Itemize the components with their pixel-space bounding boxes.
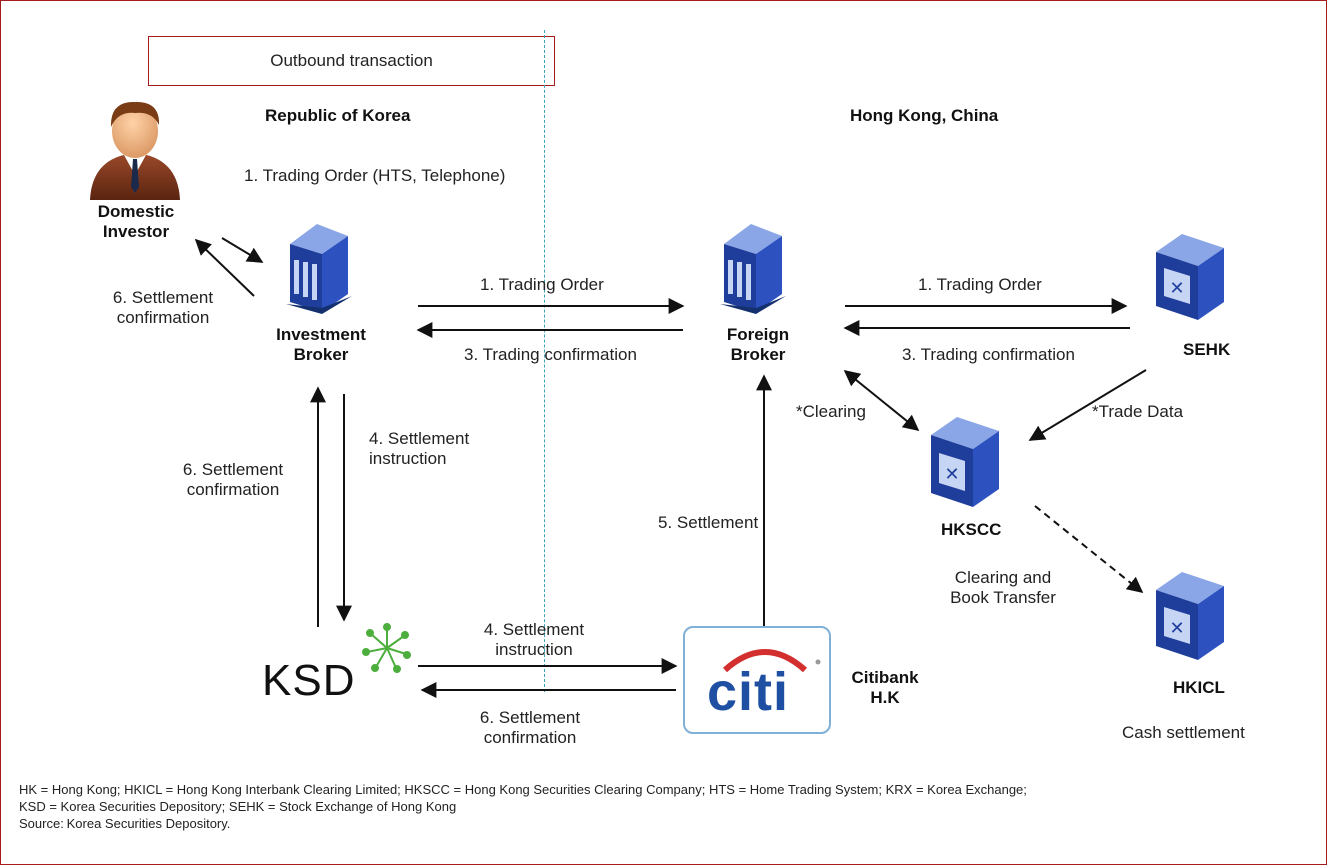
label-trading-confirmation-fb-ib: 3. Trading confirmation (464, 345, 637, 364)
label-trading-confirmation-sehk-fb: 3. Trading confirmation (902, 345, 1075, 364)
label-trading-order-ib-fb: 1. Trading Order (480, 275, 604, 294)
outbound-transaction-box: Outbound transaction (148, 36, 555, 86)
hkicl-exchange-icon: ✕ (1156, 572, 1224, 660)
businessman-icon (90, 101, 180, 200)
label-settlement-citi-fb: 5. Settlement (658, 513, 759, 532)
svg-text:✕: ✕ (1169, 618, 1184, 639)
source-text: Korea Securities Depository. (66, 816, 231, 831)
footer-notes: HK = Hong Kong; HKICL = Hong Kong Interb… (19, 781, 1319, 832)
svg-text:✕: ✕ (1169, 278, 1184, 299)
label-trading-order-fb-sehk: 1. Trading Order (918, 275, 1042, 294)
hkscc-label: HKSCC (941, 520, 1002, 539)
border-divider (544, 30, 545, 692)
foreign-broker-bank-icon (720, 224, 786, 314)
svg-text:✕: ✕ (944, 464, 959, 485)
outbound-transaction-label: Outbound transaction (270, 51, 433, 70)
hkicl-label: HKICL (1173, 678, 1225, 697)
arrow-hkscc-to-hkicl (1034, 505, 1144, 594)
sehk-exchange-icon: ✕ (1156, 234, 1224, 320)
citi-logo-box: citi (683, 626, 831, 734)
citi-arc-icon (722, 649, 821, 673)
investment-broker-bank-icon (286, 224, 352, 314)
abbreviations-line-1: HK = Hong Kong; HKICL = Hong Kong Interb… (19, 782, 1027, 797)
ksd-logo-text: KSD (262, 656, 356, 705)
source-line: Source: Korea Securities Depository. (19, 815, 1319, 832)
hkscc-exchange-icon: ✕ (931, 417, 999, 507)
arrow-investor-to-ib (221, 237, 264, 263)
ksd-logo-burst-icon (362, 623, 411, 673)
label-cash-settlement: Cash settlement (1122, 723, 1245, 742)
abbreviations-line-2: KSD = Korea Securities Depository; SEHK … (19, 799, 457, 814)
label-trading-order-hts: 1. Trading Order (HTS, Telephone) (244, 166, 506, 185)
label-trade-data: *Trade Data (1092, 402, 1184, 421)
citi-logo-text: citi (707, 662, 790, 722)
arrow-sehk-to-hkscc (1028, 369, 1147, 441)
arrow-ib-to-investor (194, 238, 255, 297)
region-korea: Republic of Korea (265, 106, 411, 125)
region-hong-kong: Hong Kong, China (850, 106, 999, 125)
arrow-fb-hkscc-clearing (843, 369, 920, 432)
source-label: Source: (19, 816, 64, 831)
sehk-label: SEHK (1183, 340, 1231, 359)
